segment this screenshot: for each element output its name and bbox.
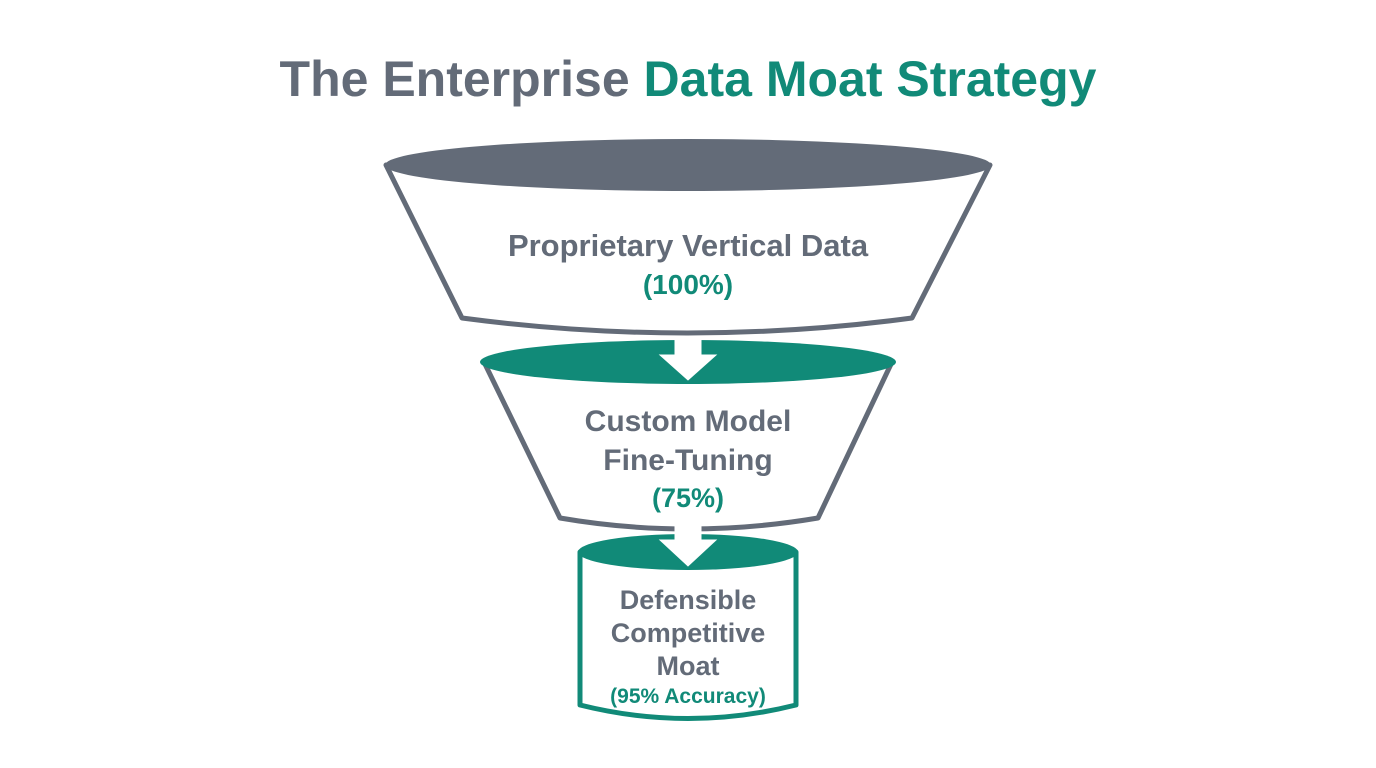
stage-2-label-line-2: Fine-Tuning: [603, 444, 772, 477]
stage-1-rim: [385, 139, 991, 191]
arrow-down-icon: [658, 335, 718, 381]
stage-1-body: [383, 162, 993, 336]
stage-3-body: [577, 549, 799, 721]
diagram-title: The Enterprise Data Moat Strategy: [280, 51, 1097, 107]
stage-3-label-line-2: Competitive: [611, 618, 766, 648]
stage-3-label-line-1: Defensible: [620, 585, 757, 615]
title-part-2: Data Moat Strategy: [644, 51, 1097, 107]
stage-2-value: (75%): [652, 483, 724, 513]
arrow-down-icon: [658, 517, 718, 567]
stage-2-funnel: [480, 340, 896, 532]
stage-3-value: (95% Accuracy): [610, 685, 766, 708]
stage-1-label: Proprietary Vertical Data: [508, 228, 869, 263]
stage-3-cylinder: [577, 534, 799, 721]
stage-1-funnel: [383, 139, 993, 336]
title-part-1: The Enterprise: [280, 51, 644, 107]
stage-1-value: (100%): [643, 269, 733, 300]
stage-2-label-line-1: Custom Model: [585, 405, 792, 438]
stage-3-label-line-3: Moat: [657, 651, 720, 681]
